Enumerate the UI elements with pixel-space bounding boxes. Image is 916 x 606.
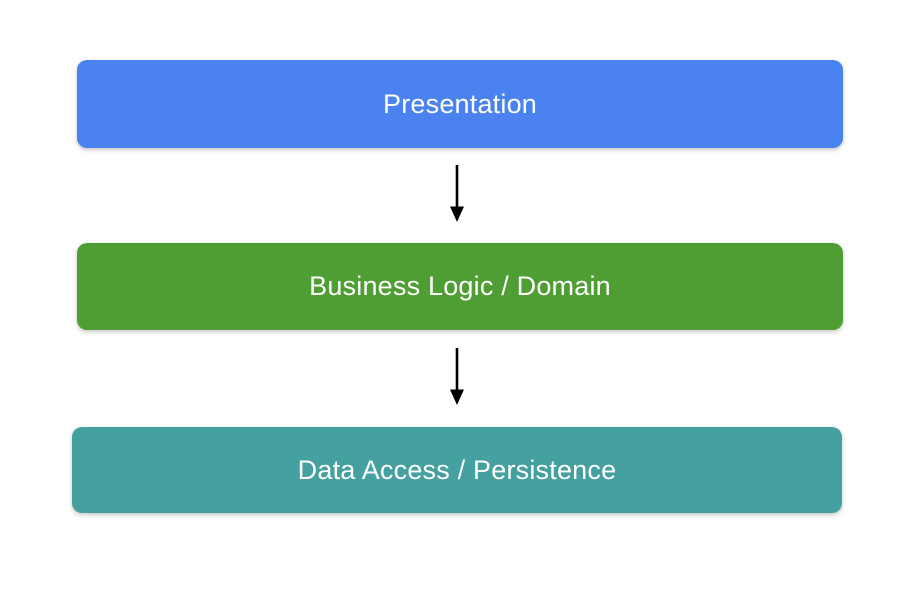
down-arrow-icon: [450, 165, 464, 222]
down-arrow-icon: [450, 348, 464, 405]
layer-label-data-access: Data Access / Persistence: [297, 454, 617, 485]
layer-label-business-logic: Business Logic / Domain: [309, 271, 611, 301]
layer-box-business-logic: Business Logic / Domain: [77, 243, 843, 330]
layer-box-data-access: Data Access / Persistence: [72, 427, 842, 513]
layer-box-presentation: Presentation: [77, 60, 843, 148]
layer-label-presentation: Presentation: [383, 88, 537, 119]
